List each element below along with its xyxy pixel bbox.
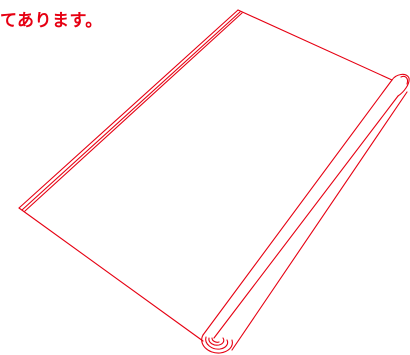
roll-top-cap bbox=[391, 73, 410, 97]
roll-bottom-cap bbox=[201, 334, 233, 354]
caption-text: てあります。 bbox=[0, 11, 103, 31]
roll-top-cap-inner bbox=[400, 75, 409, 85]
sheet-bottom-edge bbox=[18, 207, 204, 342]
roll-edge-back bbox=[231, 91, 408, 351]
roll-bottom-spiral-1 bbox=[205, 336, 229, 350]
roll-edge-front bbox=[202, 79, 393, 336]
sheet-outline bbox=[18, 9, 393, 342]
sheet-top-edge bbox=[237, 9, 393, 81]
roll-bottom-spiral-3 bbox=[211, 337, 220, 343]
sheet-left-edge-inner-2 bbox=[24, 12, 243, 212]
sheet-left-edge bbox=[18, 9, 239, 209]
roll bbox=[201, 73, 410, 354]
roll-bottom-spiral-2 bbox=[208, 337, 225, 346]
roll-edge-mid bbox=[213, 95, 399, 339]
sheet-left-edge-inner bbox=[21, 11, 241, 211]
